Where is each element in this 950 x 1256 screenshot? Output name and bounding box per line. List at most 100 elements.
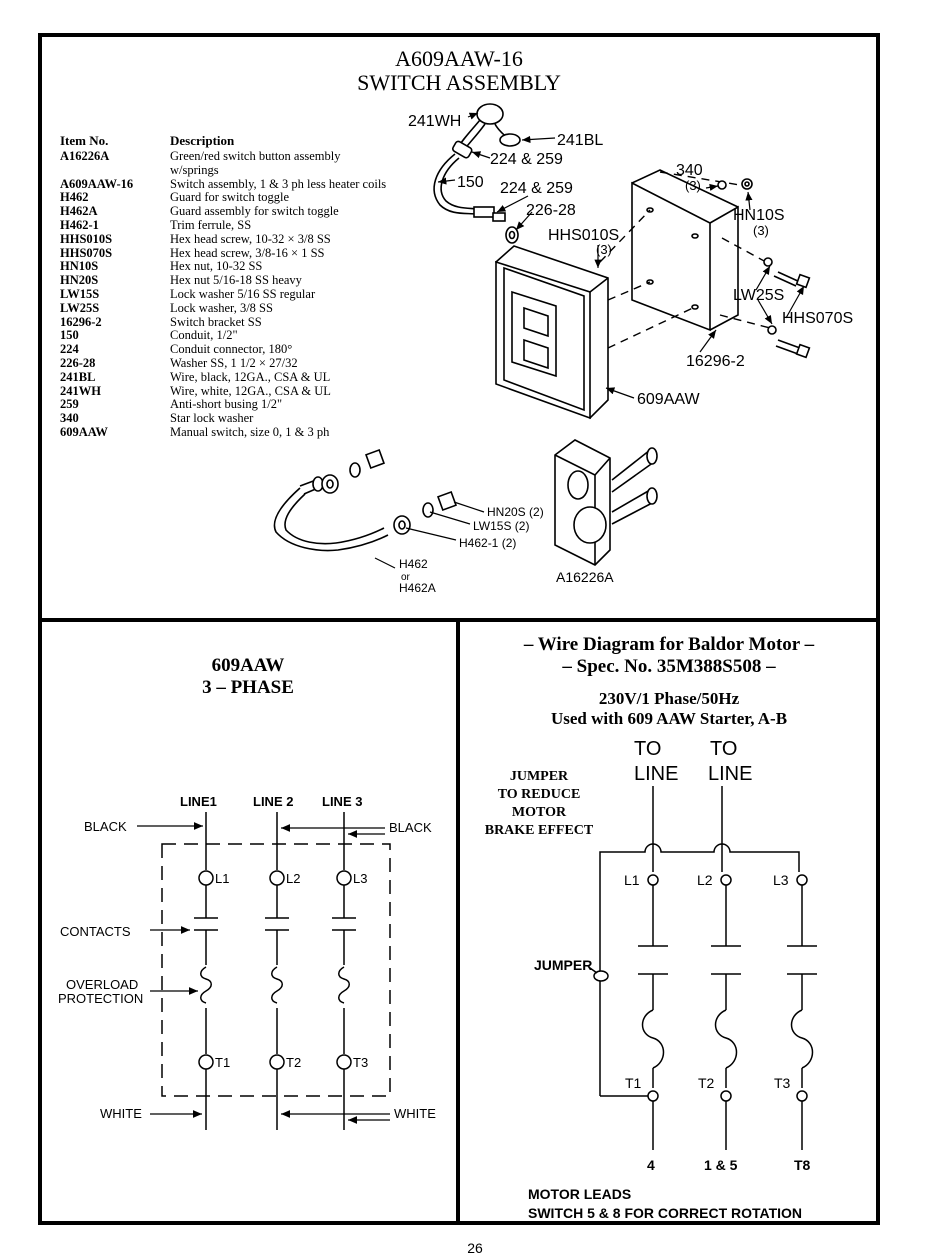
- label-t1: T1: [215, 1055, 230, 1070]
- callout-a16226a: A16226A: [556, 569, 614, 585]
- part-number: 609AAW: [60, 424, 108, 439]
- label-line3: LINE 3: [322, 794, 362, 809]
- part-description: Guard for switch toggle: [170, 190, 290, 205]
- part-number: 241WH: [60, 383, 101, 398]
- label-line2: LINE 2: [253, 794, 293, 809]
- motor-lead-1-5: 1 & 5: [704, 1157, 738, 1173]
- callout-h462: H462: [399, 557, 428, 571]
- three-phase-labels: LINE1 LINE 2 LINE 3 BLACK BLACK L1 L2 L3…: [58, 794, 436, 1121]
- part-description: Guard assembly for switch toggle: [170, 204, 339, 219]
- manual-switch-box-illustration: [494, 245, 609, 420]
- part-number: H462-1: [60, 217, 99, 232]
- callout-or: or: [401, 572, 411, 583]
- label-l3: L3: [353, 871, 367, 886]
- part-description: w/springs: [170, 162, 219, 177]
- part-number: 224: [60, 342, 79, 357]
- part-description: Conduit, 1/2": [170, 328, 238, 343]
- three-phase-arrows: [137, 822, 390, 1124]
- parts-row: H462-1 Trim ferrule, SS: [60, 217, 430, 233]
- part-number: HN10S: [60, 259, 99, 274]
- callout-hhs070s: HHS070S: [782, 310, 853, 327]
- part-number: HHS010S: [60, 231, 113, 246]
- wire-diagram-title: – Wire Diagram for Baldor Motor – – Spec…: [460, 634, 878, 678]
- callout-340-qty: (3): [685, 178, 701, 193]
- vertical-divider: [456, 620, 460, 1225]
- three-phase-schematic: [137, 812, 391, 1130]
- part-description: Wire, white, 12GA., CSA & UL: [170, 383, 331, 398]
- label-line1: LINE1: [180, 794, 217, 809]
- wire-diagram-subtitle: 230V/1 Phase/50Hz Used with 609 AAW Star…: [460, 689, 878, 729]
- switch-bracket-illustration: [631, 169, 739, 332]
- jumper-note: JUMPER TO REDUCE MOTOR BRAKE EFFECT: [474, 768, 604, 840]
- enclosure-dashed-box: [161, 843, 391, 1097]
- wd-label-l1: L1: [624, 872, 640, 888]
- motor-lead-4: 4: [647, 1157, 655, 1173]
- assembly-title-line1: A609AAW-16: [395, 46, 523, 71]
- three-phase-title: 609AAW 3 – PHASE: [40, 655, 456, 699]
- part-description: Trim ferrule, SS: [170, 217, 252, 232]
- wd-label-jumper: JUMPER: [534, 957, 592, 973]
- part-number: A16226A: [60, 149, 110, 163]
- three-phase-title-line2: 3 – PHASE: [202, 677, 294, 698]
- motor-leads-label: MOTOR LEADS: [528, 1186, 632, 1202]
- wire-diagram-title-line1: – Wire Diagram for Baldor Motor –: [523, 634, 815, 655]
- part-description: Manual switch, size 0, 1 & 3 ph: [170, 424, 330, 439]
- hardware-illustration: [717, 178, 811, 359]
- callout-hn20s: HN20S (2): [487, 505, 544, 519]
- wd-label-t2: T2: [698, 1075, 715, 1091]
- to-line-a-to: TO: [634, 738, 661, 760]
- callout-150: 150: [457, 174, 484, 191]
- wire-diagram-schematic: [589, 786, 817, 1150]
- part-description: Anti-short busing 1/2": [170, 397, 283, 412]
- label-protection: PROTECTION: [58, 991, 143, 1006]
- parts-row: A16226A Green/red switch button assembly: [60, 149, 430, 164]
- part-number: 226-28: [60, 355, 96, 370]
- callout-h462a: H462A: [399, 581, 436, 595]
- callout-340: 340: [676, 162, 703, 179]
- callout-224-259-a: 224 & 259: [490, 151, 563, 168]
- label-black-right: BLACK: [389, 820, 432, 835]
- toggle-guard-illustration: [273, 449, 457, 552]
- label-l2: L2: [286, 871, 300, 886]
- part-description: Wire, black, 12GA., CSA & UL: [170, 369, 331, 384]
- label-t2: T2: [286, 1055, 301, 1070]
- label-black-left: BLACK: [84, 819, 127, 834]
- part-description: Green/red switch button assembly: [170, 149, 341, 163]
- part-description: Hex head screw, 3/8-16 × 1 SS: [170, 245, 325, 260]
- callout-226-28: 226-28: [526, 202, 576, 219]
- assembly-callout-labels: 241WH 241BL 224 & 259 150 224 & 259 226-…: [399, 113, 853, 595]
- jumper-note-line3: MOTOR: [511, 805, 567, 820]
- part-description: Lock washer 5/16 SS regular: [170, 286, 316, 301]
- part-number: LW15S: [60, 286, 100, 301]
- parts-row: 226-28 Washer SS, 1 1/2 × 27/32: [60, 355, 430, 371]
- jumper-bus: [599, 843, 800, 1096]
- part-number: HN20S: [60, 273, 99, 288]
- phase-wires: [194, 812, 356, 1130]
- jumper-note-line2: TO REDUCE: [497, 787, 581, 802]
- parts-column-item: Item No.: [60, 133, 109, 148]
- part-description: Washer SS, 1 1/2 × 27/32: [170, 355, 298, 370]
- button-assembly-illustration: [554, 439, 658, 566]
- part-number: 340: [60, 411, 79, 426]
- callout-hn10s-qty: (3): [753, 223, 769, 238]
- wire-diagram-subtitle-line2: Used with 609 AAW Starter, A-B: [550, 709, 788, 728]
- callout-lw15s: LW15S (2): [473, 519, 529, 533]
- assembly-title-line2: SWITCH ASSEMBLY: [357, 70, 561, 95]
- parts-row: 609AAW Manual switch, size 0, 1 & 3 ph: [60, 424, 430, 440]
- callout-241wh: 241WH: [408, 113, 461, 130]
- callout-hn10s: HN10S: [733, 207, 785, 224]
- callout-16296-2: 16296-2: [686, 353, 745, 370]
- wire-diagram-subtitle-line1: 230V/1 Phase/50Hz: [598, 689, 740, 708]
